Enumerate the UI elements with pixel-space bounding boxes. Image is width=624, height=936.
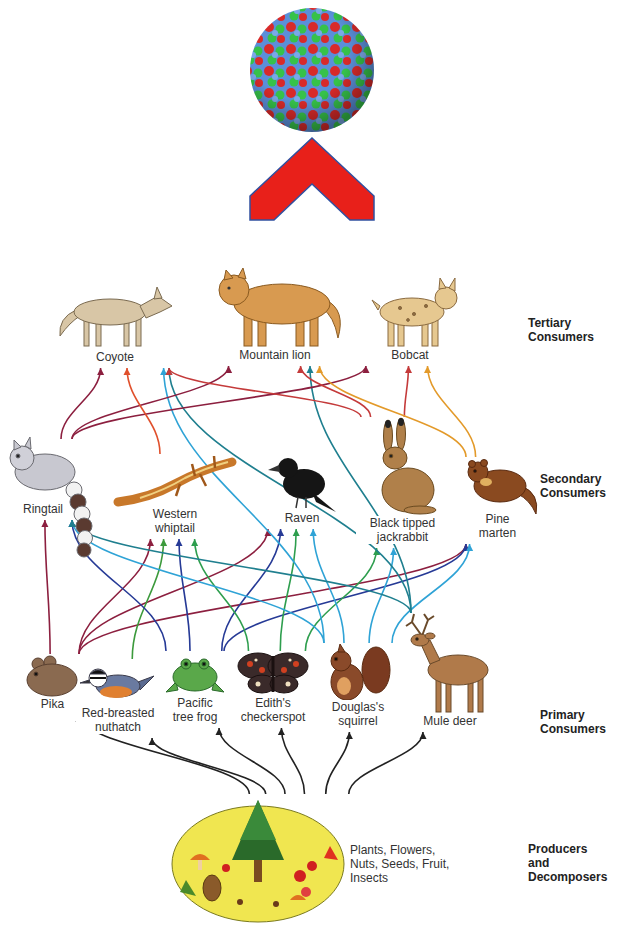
food-link-arrow — [41, 520, 50, 654]
nuthatch-figure — [80, 669, 154, 698]
food-link-arrow — [69, 520, 167, 651]
food-link-arrow — [79, 529, 272, 654]
organism-node: Plants, Flowers, Nuts, Seeds, Fruit, Ins… — [170, 795, 460, 929]
mountain-lion-figure — [219, 268, 340, 346]
organism-label: Pika — [39, 697, 66, 711]
food-link-arrow — [424, 366, 476, 457]
organism-label: Mule deer — [421, 714, 478, 728]
food-link-arrow — [69, 520, 325, 643]
organism-label: Red-breasted nuthatch — [76, 706, 160, 734]
organism-label: Raven — [283, 511, 322, 525]
organism-node: Raven — [262, 455, 342, 527]
food-link-arrow — [404, 366, 412, 417]
organism-node: Bobcat — [360, 283, 460, 364]
western-whiptail-figure — [118, 456, 232, 502]
organism-node: Pine marten — [460, 458, 535, 542]
organism-label: Ringtail — [21, 502, 65, 516]
food-link-arrow — [349, 732, 427, 794]
ringtail-figure — [10, 437, 93, 557]
organism-label: Pacific tree frog — [166, 696, 225, 724]
organism-node: Douglas's squirrel — [318, 644, 398, 730]
trophic-level-label: Producers and Decomposers — [528, 842, 606, 884]
food-link-arrow — [392, 544, 473, 643]
pine-marten-figure — [468, 460, 537, 515]
trophic-level-label: Secondary Consumers — [540, 472, 618, 500]
food-link-arrow — [222, 529, 284, 651]
tree-frog-figure — [166, 659, 224, 692]
virus-capsid — [250, 8, 374, 132]
red-chevron-arrow — [250, 138, 374, 220]
jackrabbit-figure — [382, 418, 436, 514]
food-link-arrow — [224, 544, 470, 651]
food-link-arrow — [149, 738, 266, 794]
organism-label: Mountain lion — [237, 348, 312, 362]
organism-node: Pika — [20, 655, 85, 713]
organism-node: Western whiptail — [110, 455, 240, 537]
squirrel-figure — [331, 644, 390, 700]
food-link-arrow — [216, 728, 286, 794]
organism-label: Western whiptail — [143, 507, 207, 535]
organism-node: Edith's checkerspot — [232, 652, 314, 726]
organism-label: Coyote — [94, 350, 136, 364]
organism-node: Pacific tree frog — [160, 652, 230, 726]
food-link-arrow — [166, 368, 362, 417]
organism-label: Black tipped jackrabbit — [356, 516, 450, 544]
food-link-arrow — [61, 368, 104, 439]
organism-node: Mule deer — [405, 614, 495, 730]
raven-figure — [268, 458, 336, 512]
food-link-arrow — [326, 732, 353, 794]
trophic-level-label: Primary Consumers — [540, 708, 618, 736]
coyote-figure — [60, 287, 172, 346]
food-link-arrow — [72, 366, 232, 439]
organism-node: Ringtail — [8, 440, 78, 518]
organism-label: Pine marten — [473, 512, 522, 540]
organism-label: Douglas's squirrel — [321, 700, 395, 728]
organism-node: Mountain lion — [205, 268, 345, 364]
organism-label: Bobcat — [389, 348, 430, 362]
organism-label: Edith's checkerspot — [234, 696, 313, 724]
food-link-arrow — [310, 529, 344, 643]
food-link-arrow — [124, 368, 161, 454]
trophic-level-label: Tertiary Consumers — [528, 316, 606, 344]
organism-node: Coyote — [55, 288, 175, 366]
food-link-arrow — [132, 539, 167, 659]
organism-label: Plants, Flowers, Nuts, Seeds, Fruit, Ins… — [348, 843, 462, 885]
producers-blob — [172, 800, 344, 922]
pika-figure — [27, 656, 77, 696]
food-link-arrow — [278, 728, 305, 794]
bobcat-figure — [372, 278, 457, 346]
food-link-arrow — [316, 366, 466, 457]
food-link-arrow — [79, 539, 154, 654]
organism-node: Red-breasted nuthatch — [78, 660, 158, 736]
organism-node: Black tipped jackrabbit — [355, 418, 450, 546]
mule-deer-figure — [406, 614, 488, 712]
checkerspot-figure — [238, 653, 308, 693]
food-link-arrow — [297, 366, 371, 417]
